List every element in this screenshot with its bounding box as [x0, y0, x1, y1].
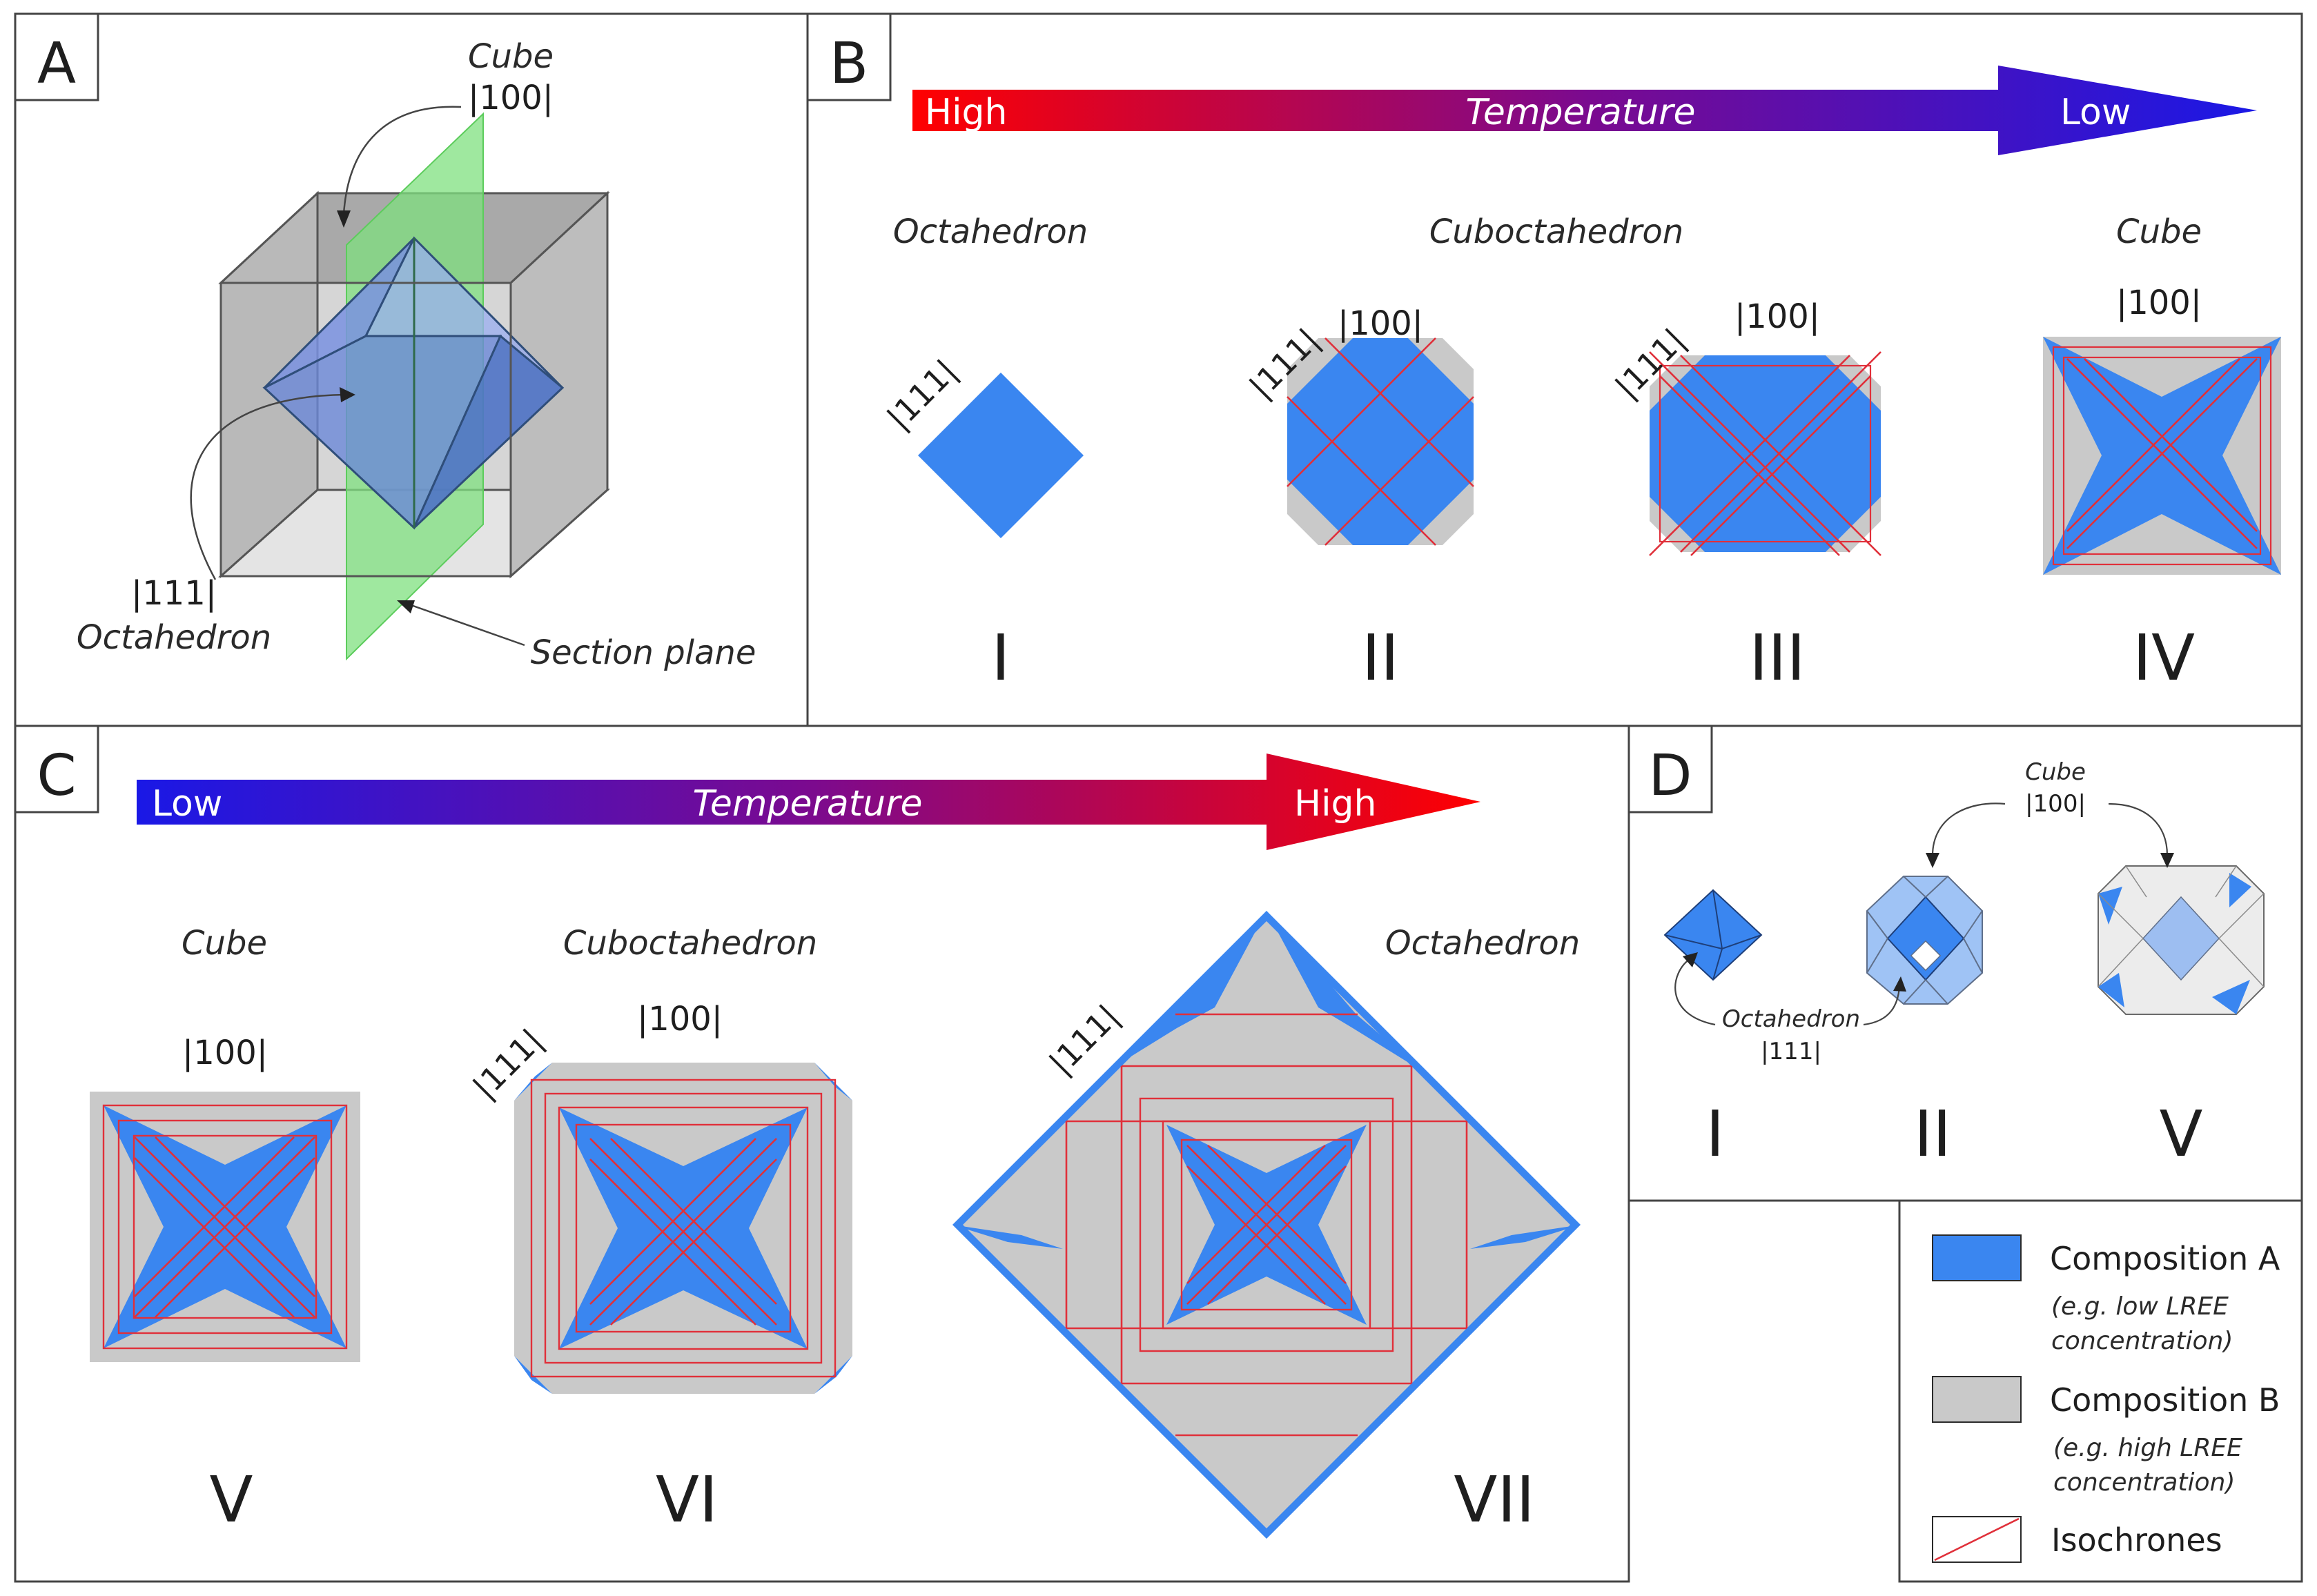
legend: Composition A (e.g. low LREE concentrati… — [1932, 1234, 2280, 1563]
c-numeral-7: VII — [1454, 1463, 1534, 1537]
b-octahedron-title: Octahedron — [893, 213, 1088, 251]
legend-note-b-line2: concentration) — [2053, 1468, 2235, 1497]
d-numeral-2: II — [1914, 1097, 1951, 1171]
panel-d-arrowheads — [1683, 853, 2174, 992]
legend-note-a-line2: concentration) — [2051, 1327, 2233, 1355]
letter-box-b — [806, 12, 892, 101]
cube-label: Cube — [468, 37, 554, 76]
c6-index-100: |100| — [637, 1000, 723, 1038]
panel-letter-d: D — [1648, 743, 1692, 809]
b4-index-100: |100| — [2116, 284, 2202, 322]
legend-label-composition-a: Composition A — [2050, 1240, 2280, 1277]
panel-letter-c: C — [37, 743, 76, 809]
octahedron-front-right — [413, 334, 565, 529]
legend-frame — [1898, 1199, 2303, 1583]
b-cuboctahedron-title: Cuboctahedron — [1429, 213, 1683, 251]
arrow-c-center-label: Temperature — [693, 783, 923, 825]
b3-index-100: |100| — [1734, 297, 1820, 336]
arrow-b-left-label: High — [925, 92, 1008, 133]
d-cube-index: |100| — [2025, 790, 2086, 818]
legend-label-isochrones: Isochrones — [2051, 1521, 2222, 1559]
panel-a-arrows — [190, 106, 525, 647]
b-cube-title: Cube — [2116, 213, 2202, 251]
c-cube — [90, 1092, 360, 1362]
d-cube-3d — [2098, 865, 2265, 1015]
legend-swatch-composition-a — [1932, 1234, 2022, 1281]
panel-frames — [14, 12, 2303, 1583]
c-cube-title: Cube — [182, 924, 267, 963]
d-numeral-5: V — [2160, 1097, 2203, 1171]
d-cuboctahedron-3d — [1866, 876, 1983, 1005]
c-numeral-5: V — [210, 1463, 253, 1537]
b2-index-100: |100| — [1338, 304, 1423, 343]
c-octahedron — [952, 911, 1581, 1539]
d-octahedron-label: Octahedron — [1722, 1005, 1860, 1033]
b-cuboctahedron-large — [1649, 351, 1881, 556]
d-octahedron-3d — [1663, 889, 1763, 981]
c5-index-100: |100| — [182, 1034, 268, 1072]
panel-a-arrowheads — [337, 210, 415, 613]
temperature-arrow-c — [137, 753, 1480, 850]
b-numeral-2: II — [1362, 621, 1399, 695]
section-plane-label: Section plane — [531, 633, 756, 672]
panel-letter-b: B — [830, 31, 868, 97]
arrow-b-right-label: Low — [2060, 92, 2131, 133]
temperature-arrow-b — [912, 66, 2257, 155]
c-cuboctahedron-title: Cuboctahedron — [563, 924, 817, 963]
letter-box-c — [14, 725, 99, 814]
letter-box-d — [1627, 725, 1713, 814]
arrow-b-center-label: Temperature — [1466, 92, 1696, 133]
octahedron-index-label: |111| — [131, 574, 217, 613]
d-octahedron-index: |111| — [1761, 1038, 1821, 1065]
legend-label-composition-b: Composition B — [2050, 1381, 2280, 1419]
cube-front-frame — [219, 282, 512, 578]
b-numeral-3: III — [1749, 621, 1805, 695]
panel-d-arrows — [1674, 802, 2169, 1026]
d-numeral-1: I — [1705, 1097, 1724, 1171]
letter-boxes — [14, 12, 1713, 814]
arrow-c-left-label: Low — [152, 783, 222, 825]
b-octahedron-section — [918, 373, 1084, 538]
c-octahedron-title: Octahedron — [1385, 924, 1580, 963]
panel-letter-a: A — [37, 31, 76, 97]
legend-note-b-line1: (e.g. high LREE — [2053, 1434, 2242, 1462]
cube-octahedron-diagram — [218, 112, 610, 661]
c-cuboctahedron — [514, 1063, 852, 1394]
letter-box-a — [14, 12, 99, 101]
cube-index-label: |100| — [468, 79, 554, 117]
arrow-c-right-label: High — [1294, 783, 1377, 825]
legend-swatch-composition-b — [1932, 1376, 2022, 1423]
b-numeral-1: I — [991, 621, 1010, 695]
d-cube-label: Cube — [2025, 758, 2086, 786]
b-cube — [2043, 337, 2281, 575]
b-numeral-4: IV — [2133, 621, 2195, 695]
legend-note-a-line1: (e.g. low LREE — [2051, 1292, 2229, 1321]
b-cuboctahedron-small — [1287, 337, 1474, 546]
c-numeral-6: VI — [656, 1463, 718, 1537]
octahedron-label: Octahedron — [77, 618, 271, 657]
